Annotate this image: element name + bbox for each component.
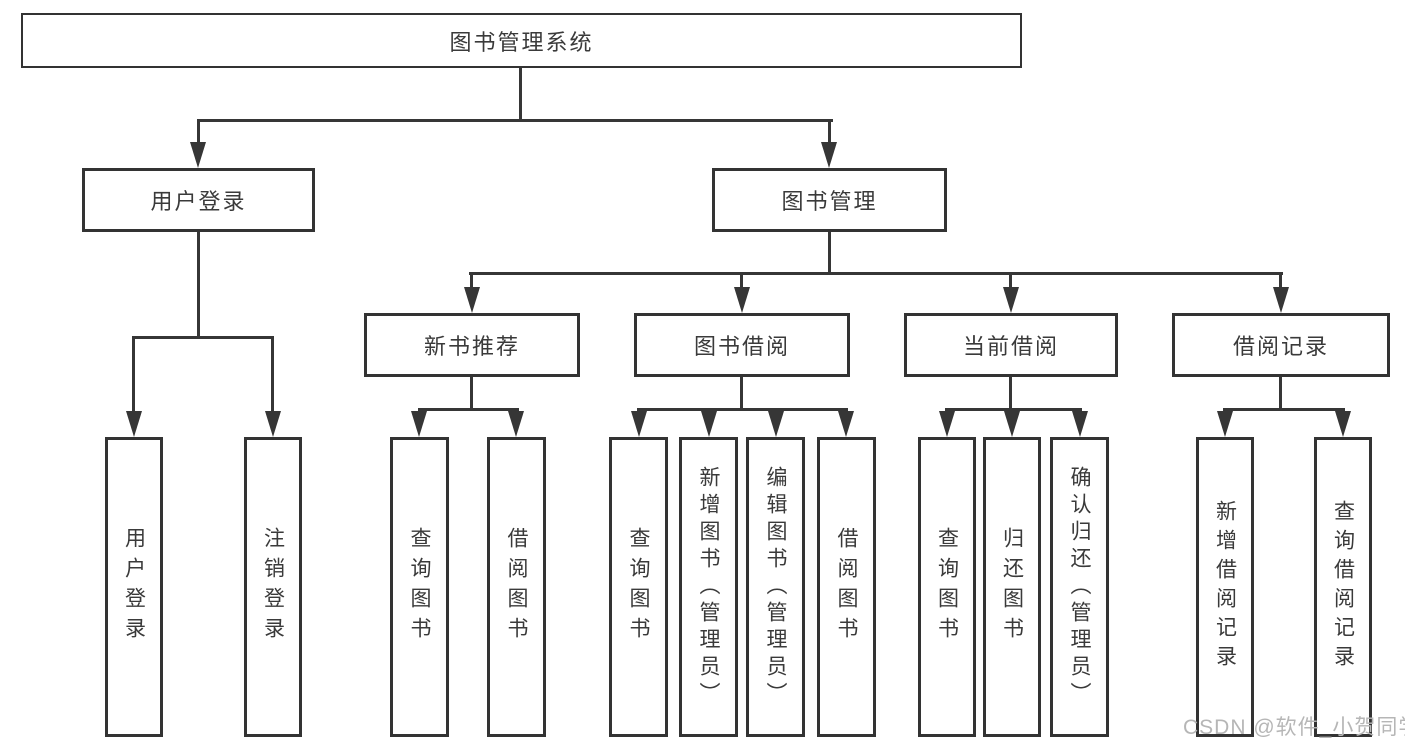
connector-line — [132, 336, 274, 339]
connector-line — [470, 377, 473, 411]
connector-line — [470, 272, 473, 300]
node-label: 图书借阅 — [693, 334, 790, 359]
leaf-label: 归还图书 — [1000, 527, 1024, 647]
node-label: 当前借阅 — [962, 334, 1059, 359]
connector-line — [1279, 377, 1282, 411]
leaf-edit-book-admin: 编辑图书（管理员） — [746, 437, 805, 737]
node-current-borrowing: 当前借阅 — [904, 313, 1118, 377]
leaf-borrow-books: 借阅图书 — [487, 437, 546, 737]
leaf-label: 注销登录 — [261, 527, 285, 647]
arrowhead-down — [1335, 411, 1351, 437]
arrowhead-down — [1072, 411, 1088, 437]
leaf-confirm-return-admin: 确认归还（管理员） — [1050, 437, 1109, 737]
leaf-return-books: 归还图书 — [983, 437, 1041, 737]
arrowhead-down — [734, 287, 750, 313]
connector-line — [132, 336, 135, 424]
leaf-add-book-admin: 新增图书（管理员） — [679, 437, 738, 737]
arrowhead-down — [838, 411, 854, 437]
connector-line — [197, 119, 200, 155]
arrowhead-down — [1003, 287, 1019, 313]
node-label: 新书推荐 — [423, 334, 520, 359]
arrowhead-down — [126, 411, 142, 437]
node-borrowing-records: 借阅记录 — [1172, 313, 1390, 377]
leaf-label: 查询图书 — [627, 527, 650, 647]
leaf-logout: 注销登录 — [244, 437, 302, 737]
node-library-system: 图书管理系统 — [21, 13, 1022, 68]
leaf-label: 查询借阅记录 — [1331, 500, 1355, 674]
leaf-label: 查询图书 — [408, 527, 431, 647]
leaf-label: 编辑图书（管理员） — [764, 465, 787, 709]
leaf-query-books-2: 查询图书 — [609, 437, 668, 737]
leaf-borrow-books-2: 借阅图书 — [817, 437, 876, 737]
leaf-label: 新增图书（管理员） — [697, 465, 720, 709]
arrowhead-down — [768, 411, 784, 437]
node-label: 借阅记录 — [1232, 334, 1329, 359]
connector-line — [519, 66, 522, 121]
arrowhead-down — [939, 411, 955, 437]
connector-line — [828, 119, 831, 155]
connector-line — [197, 232, 200, 339]
connector-line — [828, 232, 831, 275]
arrowhead-down — [1273, 287, 1289, 313]
connector-line — [418, 408, 519, 411]
connector-line — [197, 119, 833, 122]
connector-line — [1009, 377, 1012, 411]
arrowhead-down — [411, 411, 427, 437]
leaf-query-borrow-record: 查询借阅记录 — [1314, 437, 1372, 737]
arrowhead-down — [508, 411, 524, 437]
arrowhead-down — [821, 142, 837, 168]
connector-line — [1279, 272, 1282, 300]
arrowhead-down — [1004, 411, 1020, 437]
connector-line — [945, 408, 1082, 411]
connector-line — [740, 377, 743, 411]
node-label: 图书管理 — [781, 189, 878, 214]
leaf-label: 新增借阅记录 — [1213, 500, 1237, 674]
arrowhead-down — [190, 142, 206, 168]
connector-line — [1223, 408, 1345, 411]
leaf-label: 借阅图书 — [835, 527, 858, 647]
arrowhead-down — [631, 411, 647, 437]
leaf-query-books: 查询图书 — [390, 437, 449, 737]
node-book-borrowing: 图书借阅 — [634, 313, 850, 377]
leaf-label: 确认归还（管理员） — [1068, 465, 1091, 709]
connector-line — [469, 272, 1283, 275]
leaf-label: 借阅图书 — [505, 527, 528, 647]
arrowhead-down — [265, 411, 281, 437]
leaf-query-books-3: 查询图书 — [918, 437, 976, 737]
watermark: CSDN @软件_小贺同学 — [1183, 716, 1405, 739]
leaf-add-borrow-record: 新增借阅记录 — [1196, 437, 1254, 737]
arrowhead-down — [1217, 411, 1233, 437]
node-label: 图书管理系统 — [449, 29, 594, 55]
node-user-login: 用户登录 — [82, 168, 315, 232]
leaf-label: 查询图书 — [935, 527, 959, 647]
connector-line — [1009, 272, 1012, 300]
node-book-management: 图书管理 — [712, 168, 947, 232]
leaf-label: 用户登录 — [122, 527, 146, 647]
connector-line — [740, 272, 743, 300]
node-label: 用户登录 — [150, 189, 247, 214]
arrowhead-down — [701, 411, 717, 437]
connector-line — [637, 408, 848, 411]
leaf-user-login: 用户登录 — [105, 437, 163, 737]
node-new-book-recommendation: 新书推荐 — [364, 313, 580, 377]
connector-line — [271, 336, 274, 424]
arrowhead-down — [464, 287, 480, 313]
